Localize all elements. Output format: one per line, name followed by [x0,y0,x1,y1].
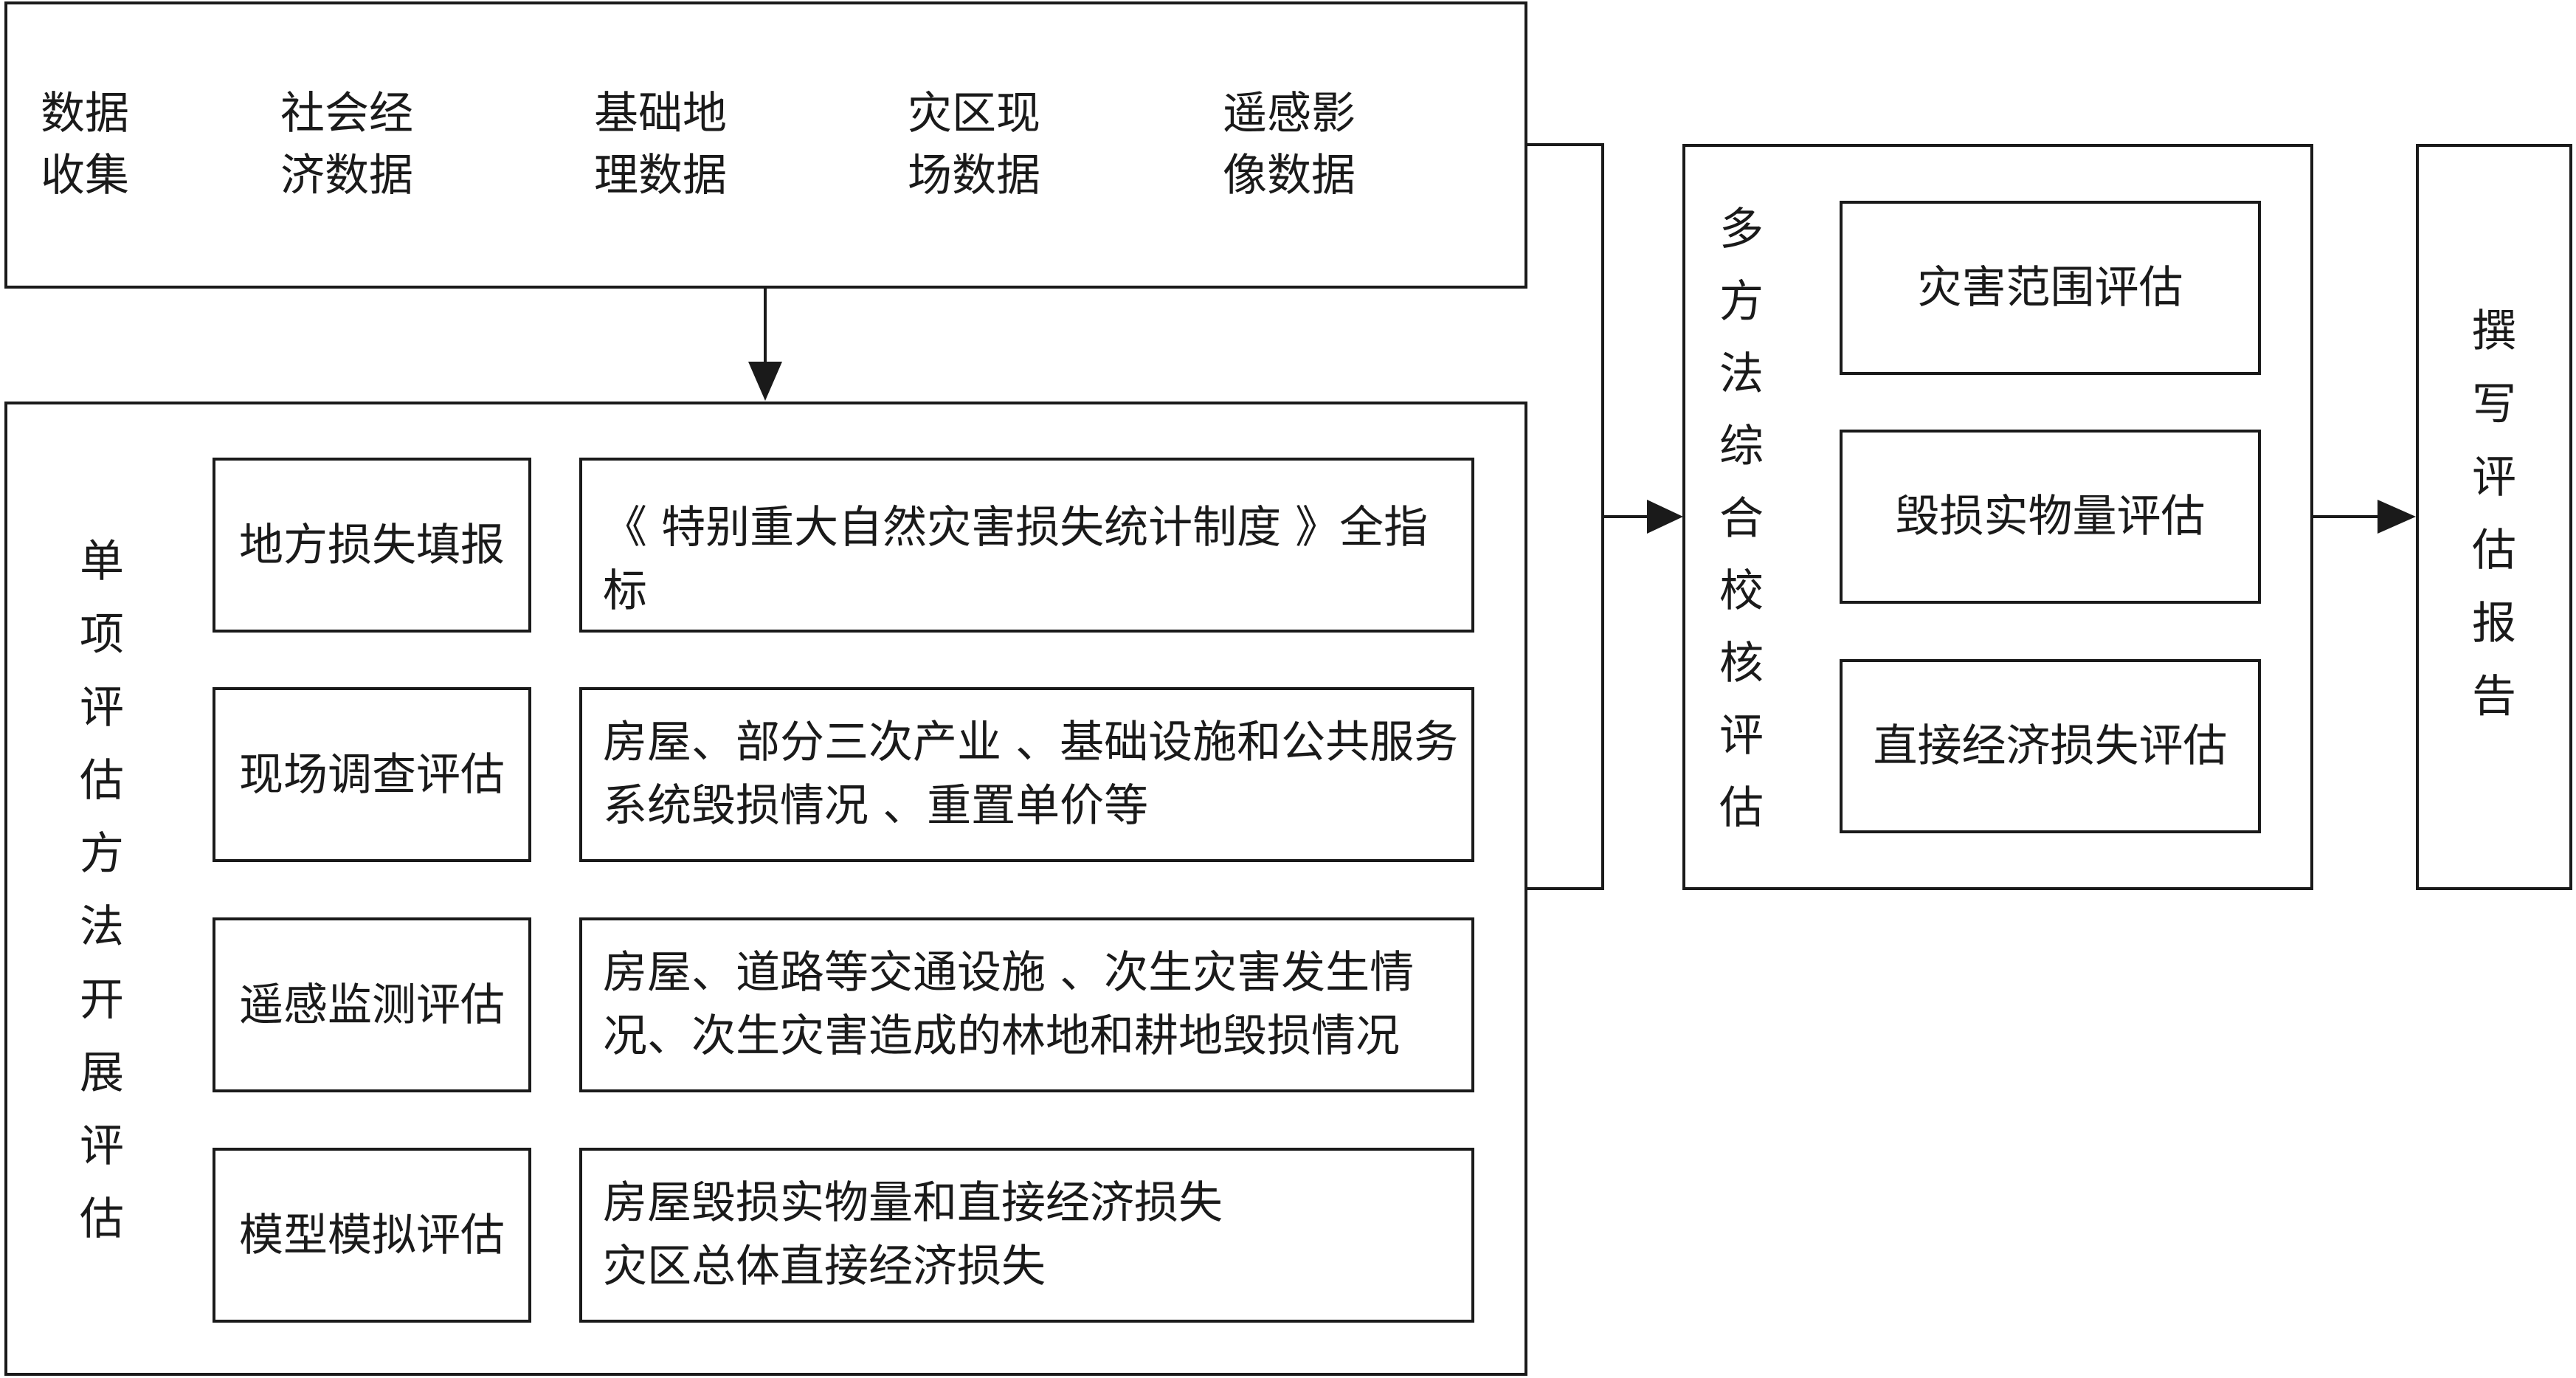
method-box-model-simulation: 模型模拟评估 [213,1148,531,1323]
item-box-disaster-extent: 灾害范围评估 [1840,201,2261,375]
source-label-geographic: 基础地 理数据 [594,88,727,201]
description-text: 《 特别重大自然灾害损失统计制度 》全指标 [603,502,1429,617]
source-label-socioeconomic: 社会经 济数据 [280,88,413,201]
method-box-local-report: 地方损失填报 [213,458,531,633]
connector-bracket [1526,143,1683,890]
method-label: 现场调查评估 [239,748,505,801]
description-text: 房屋毁损实物量和直接经济损失 灾区总体直接经济损失 [603,1177,1223,1292]
description-box-field-survey: 房屋、部分三次产业 、基础设施和公共服务 系统毁损情况 、重置单价等 [579,687,1474,862]
comprehensive-assessment-label: 多 方 法 综 合 校 核 评 估 [1719,204,1764,834]
description-box-local-report: 《 特别重大自然灾害损失统计制度 》全指标 [579,458,1474,633]
item-label: 毁损实物量评估 [1895,491,2206,542]
data-collection-box [4,1,1527,289]
report-box [2416,144,2572,890]
description-box-model-simulation: 房屋毁损实物量和直接经济损失 灾区总体直接经济损失 [579,1148,1474,1323]
item-box-physical-damage: 毁损实物量评估 [1840,430,2261,604]
description-text: 房屋、道路等交通设施 、次生灾害发生情 况、次生灾害造成的林地和耕地毁损情况 [603,947,1415,1062]
arrow-comprehensive-to-report [2313,500,2416,534]
report-label: 撰 写 评 估 报 告 [2472,306,2516,723]
source-label-remote-sensing: 遥感影 像数据 [1223,88,1356,201]
item-label: 直接经济损失评估 [1873,720,2228,772]
method-label: 地方损失填报 [239,519,505,571]
description-box-remote-sensing: 房屋、道路等交通设施 、次生灾害发生情 况、次生灾害造成的林地和耕地毁损情况 [579,917,1474,1092]
item-box-economic-loss: 直接经济损失评估 [1840,659,2261,833]
item-label: 灾害范围评估 [1917,262,2183,314]
method-box-field-survey: 现场调查评估 [213,687,531,862]
arrow-collection-to-assessment [748,288,782,401]
description-text: 房屋、部分三次产业 、基础设施和公共服务 系统毁损情况 、重置单价等 [603,717,1459,832]
single-assessment-label: 单 项 评 估 方 法 开 展 评 估 [80,536,124,1245]
source-label-field: 灾区现 场数据 [908,88,1040,201]
method-label: 遥感监测评估 [239,979,505,1031]
method-box-remote-sensing: 遥感监测评估 [213,917,531,1092]
data-collection-label: 数据 收集 [41,88,129,201]
method-label: 模型模拟评估 [239,1209,505,1261]
